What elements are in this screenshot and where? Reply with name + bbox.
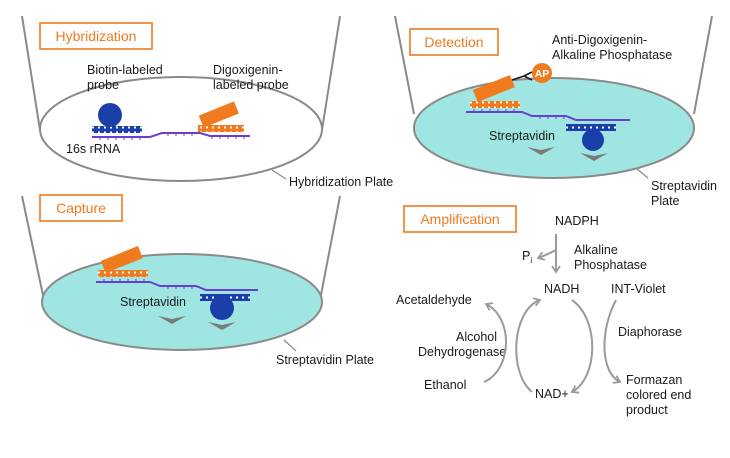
detection-plate-label-2: Plate	[651, 194, 680, 208]
conjugate-label-2: Alkaline Phosphatase	[552, 48, 672, 62]
pi-label: Pi	[522, 249, 532, 265]
conjugate-label-1: Anti-Digoxigenin-	[552, 33, 647, 47]
hybridization-well-wall	[21, 15, 341, 131]
capture-panel: Capture Streptavidin Streptavidin Plate	[21, 194, 374, 367]
capture-title-box	[39, 194, 123, 222]
dig-probe-label-2: labeled probe	[213, 78, 289, 92]
biotin-bead	[98, 103, 122, 127]
alcohol-dehydrogenase-label-2: Dehydrogenase	[418, 345, 506, 359]
capture-plate-label: Streptavidin Plate	[276, 353, 374, 367]
amplification-title-box	[403, 205, 517, 233]
dig-probe-label-1: Digoxigenin-	[213, 63, 282, 77]
detection-title: Detection	[424, 34, 483, 50]
hybridization-title: Hybridization	[56, 28, 137, 44]
ethanol-to-acetaldehyde-arrow	[483, 302, 507, 383]
capture-streptavidin-label: Streptavidin	[120, 295, 186, 309]
capture-digoxigenin-tag	[100, 246, 143, 274]
alcohol-dehydrogenase-label-1: Alcohol	[456, 330, 497, 344]
nad-to-nadh-arrow	[515, 297, 542, 393]
hybridization-probe-complex	[92, 101, 250, 140]
detection-plate	[413, 77, 695, 179]
capture-well-wall	[21, 195, 341, 301]
biotin-probe-label-1: Biotin-labeled	[87, 63, 163, 77]
capture-plate	[41, 253, 323, 351]
nadh-to-nad-arrow	[570, 299, 594, 394]
ap-badge-label: AP	[535, 68, 550, 80]
nadh-label: NADH	[544, 282, 579, 296]
detection-plate-label-1: Streptavidin	[651, 179, 717, 193]
detection-biotin-bead	[582, 129, 604, 151]
detection-streptavidin-marker	[527, 147, 555, 155]
acetaldehyde-label: Acetaldehyde	[396, 293, 472, 307]
int-violet-to-formazan-arrow	[603, 299, 622, 384]
formazan-label-3: product	[626, 403, 668, 417]
detection-probe-complex: AP	[466, 63, 630, 161]
detection-streptavidin-label: Streptavidin	[489, 129, 555, 143]
detection-digoxigenin-tag	[472, 75, 515, 103]
hybridization-plate	[39, 76, 323, 182]
alkaline-phosphatase-label-2: Phosphatase	[574, 258, 647, 272]
rrna-label: 16s rRNA	[66, 142, 121, 156]
detection-panel: Detection Anti-Digoxigenin- Alkaline Pho…	[394, 15, 717, 208]
formazan-label-1: Formazan	[626, 373, 682, 387]
hybridization-panel: Hybridization Biotin-labeled probe Digox…	[21, 15, 393, 189]
capture-title: Capture	[56, 200, 106, 216]
antibody-icon	[511, 71, 533, 81]
detection-well-wall	[394, 15, 713, 115]
int-violet-label: INT-Violet	[611, 282, 666, 296]
ethanol-label: Ethanol	[424, 378, 466, 392]
digoxigenin-tag	[198, 101, 239, 128]
capture-biotin-bead	[210, 296, 234, 320]
detection-title-box	[409, 28, 499, 56]
amplification-title: Amplification	[420, 211, 499, 227]
biotin-probe-label-2: probe	[87, 78, 119, 92]
formazan-label-2: colored end	[626, 388, 691, 402]
alkaline-phosphatase-label-1: Alkaline	[574, 243, 618, 257]
hybridization-title-box	[39, 22, 153, 50]
pi-release-arrow	[536, 249, 557, 261]
nadph-label: NADPH	[555, 214, 599, 228]
nad-plus-label: NAD+	[535, 387, 569, 401]
ap-badge	[532, 63, 552, 83]
hybridization-plate-label: Hybridization Plate	[289, 175, 393, 189]
capture-streptavidin-marker	[158, 316, 186, 324]
amplification-panel: Amplification NADPH Pi Alkaline Phosphat…	[396, 205, 691, 417]
capture-probe-complex	[96, 246, 258, 330]
diaphorase-label: Diaphorase	[618, 325, 682, 339]
